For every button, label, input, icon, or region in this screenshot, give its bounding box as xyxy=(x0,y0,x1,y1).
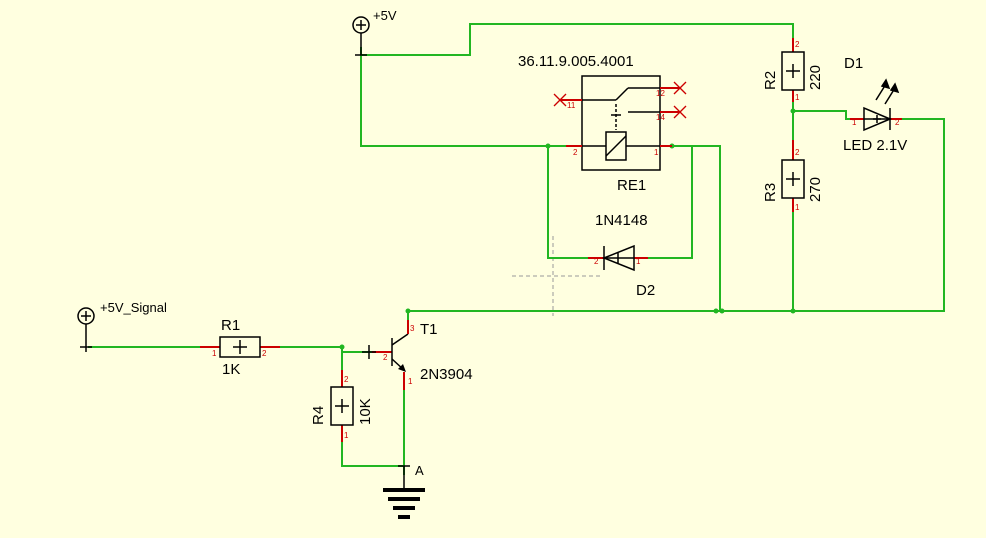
r1-value: 1K xyxy=(222,361,240,378)
resistor-r3[interactable]: 2 1 R3 270 xyxy=(762,140,824,212)
t1-pin-1: 1 xyxy=(408,377,413,386)
diode-d2[interactable]: 2 1 1N4148 D2 xyxy=(588,212,655,299)
r2-ref: R2 xyxy=(762,71,779,90)
relay-re1[interactable]: 11 12 14 2 1 36.11.9.005.4001 RE1 xyxy=(518,53,687,194)
r3-value: 270 xyxy=(807,177,824,202)
relay-part: 36.11.9.005.4001 xyxy=(518,53,634,70)
wire-relay1-bus[interactable] xyxy=(692,145,721,311)
crosshair-cursor xyxy=(512,236,600,316)
t1-ref: T1 xyxy=(420,321,438,338)
signal-supply[interactable]: +5V_Signal xyxy=(77,300,167,352)
relay-pin-2: 2 xyxy=(573,148,578,157)
ground-symbol[interactable]: A xyxy=(383,463,425,519)
t1-pin-3: 3 xyxy=(410,324,415,333)
r1-ref: R1 xyxy=(221,317,240,334)
relay-pin-11: 11 xyxy=(567,101,576,110)
vcc-label: +5V xyxy=(373,8,397,23)
wires xyxy=(88,23,945,475)
wire-relay1-diode[interactable] xyxy=(648,145,693,259)
led-pin-1: 1 xyxy=(852,118,857,127)
led-value: LED 2.1V xyxy=(843,137,907,154)
wire-collector-bus[interactable] xyxy=(408,118,945,312)
resistor-r4[interactable]: 2 1 R4 10K xyxy=(310,370,374,442)
ground-label: A xyxy=(415,463,424,478)
resistor-r2[interactable]: 2 1 R2 220 xyxy=(762,38,824,102)
d2-pin-2: 2 xyxy=(594,257,599,266)
r2-pin-1: 1 xyxy=(795,93,800,102)
wire-r2-led[interactable] xyxy=(793,110,850,120)
r2-pin-2: 2 xyxy=(795,40,800,49)
relay-ref: RE1 xyxy=(617,177,646,194)
wire-vcc-to-r2[interactable] xyxy=(361,23,794,56)
relay-pin-1: 1 xyxy=(654,148,659,157)
wire-vcc-to-relay[interactable] xyxy=(360,47,582,147)
r3-pin-1: 1 xyxy=(795,203,800,212)
d2-ref: D2 xyxy=(636,282,655,299)
r3-ref: R3 xyxy=(762,183,779,202)
r4-ref: R4 xyxy=(310,406,327,425)
r2-value: 220 xyxy=(807,65,824,90)
d2-pin-1: 1 xyxy=(636,257,641,266)
led-d1[interactable]: 1 2 D1 LED 2.1V xyxy=(843,55,907,154)
led-ref: D1 xyxy=(844,55,863,72)
r4-pin-1: 1 xyxy=(344,431,349,440)
wire-r1-base[interactable] xyxy=(280,346,372,353)
led-pin-2: 2 xyxy=(895,118,900,127)
r4-pin-2: 2 xyxy=(344,375,349,384)
d2-part: 1N4148 xyxy=(595,212,648,229)
r3-pin-2: 2 xyxy=(795,148,800,157)
wire-relay2-diode[interactable] xyxy=(547,146,588,259)
signal-label: +5V_Signal xyxy=(100,300,167,315)
t1-part: 2N3904 xyxy=(420,366,473,383)
wire-r4-gnd[interactable] xyxy=(341,442,404,467)
r1-pin-2: 2 xyxy=(262,349,267,358)
junctions xyxy=(339,108,796,350)
resistor-r1[interactable]: 1 2 R1 1K xyxy=(200,317,280,378)
r1-pin-1: 1 xyxy=(212,349,217,358)
relay-pin-12: 12 xyxy=(656,89,665,98)
relay-pin-14: 14 xyxy=(656,113,665,122)
transistor-t1[interactable]: 3 2 1 T1 2N3904 xyxy=(362,320,473,390)
vcc-supply[interactable]: +5V xyxy=(352,8,397,56)
r4-value: 10K xyxy=(357,398,374,425)
t1-pin-2: 2 xyxy=(383,353,388,362)
